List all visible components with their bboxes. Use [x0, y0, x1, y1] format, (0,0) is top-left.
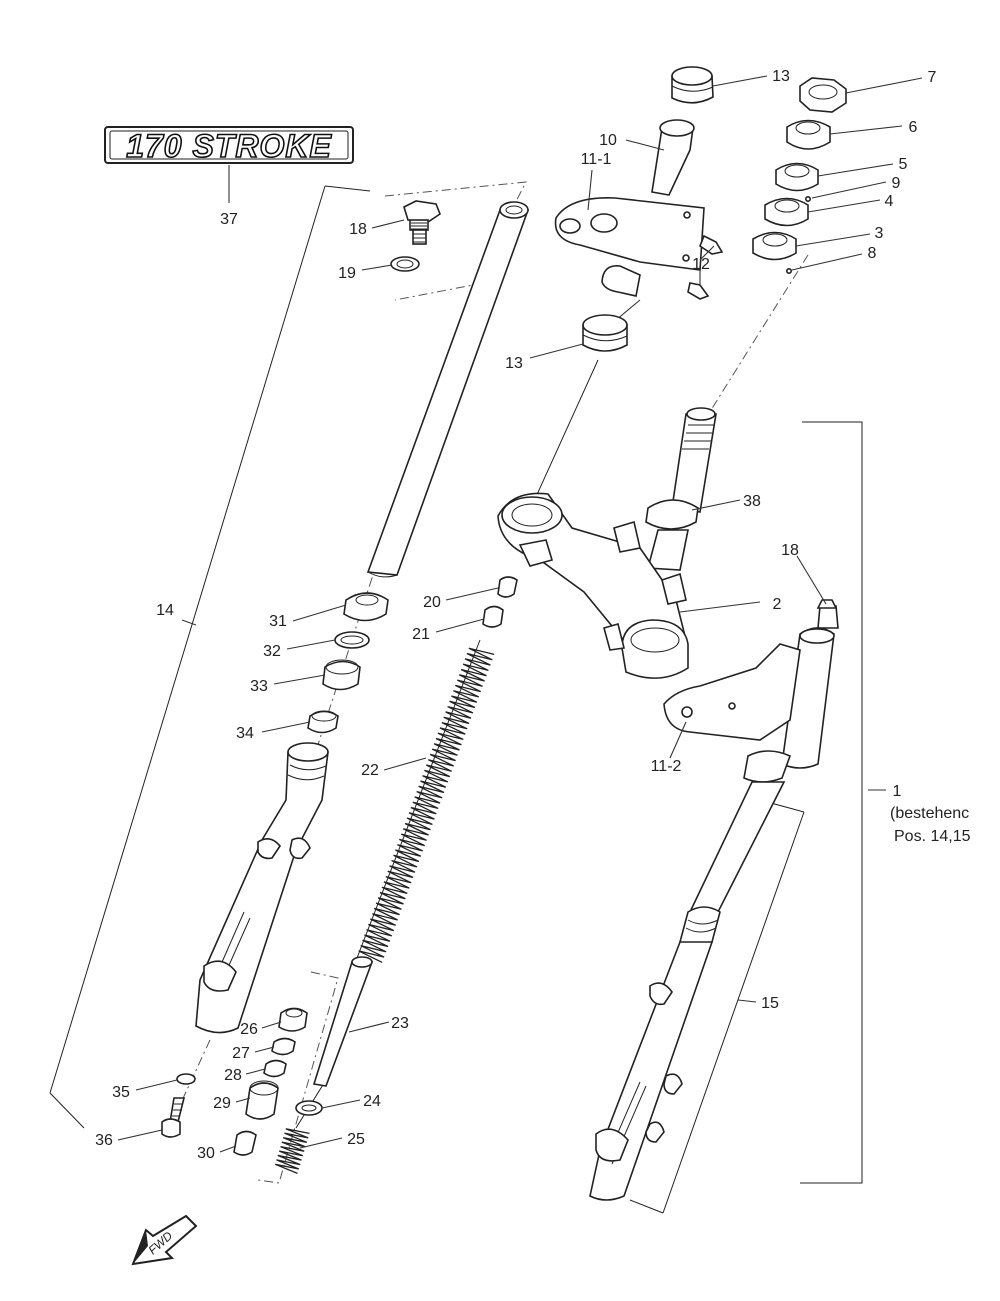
fork-tube-14	[366, 201, 530, 578]
bearing-5	[775, 162, 819, 192]
callout-24: 24	[363, 1093, 381, 1110]
bearing-3	[752, 231, 797, 261]
callout-22: 22	[361, 762, 379, 779]
callout-36: 36	[95, 1132, 113, 1149]
bolt-18-top	[403, 200, 441, 245]
fwd-arrow: FWD	[131, 1214, 198, 1266]
seal-31	[343, 592, 389, 622]
callout-5: 5	[899, 156, 908, 173]
callout-25: 25	[347, 1131, 365, 1148]
fork-leg-right	[589, 599, 839, 1201]
callout-23: 23	[391, 1015, 409, 1032]
clip-32	[334, 631, 370, 649]
callout-15: 15	[761, 995, 779, 1012]
callout-8: 8	[868, 245, 877, 262]
leader-lines	[117, 75, 923, 1153]
bearing-6	[786, 119, 831, 150]
damper-rod-23	[312, 956, 374, 1087]
callout-38: 38	[743, 493, 761, 510]
callout-34: 34	[236, 725, 254, 742]
spacer-21	[482, 605, 504, 628]
callout-33: 33	[250, 678, 268, 695]
callout-18-right: 18	[781, 542, 799, 559]
callout-14: 14	[156, 602, 174, 619]
fork-leg-left	[195, 742, 329, 1034]
callout-labels: 37 18 19 13 13 10 11-1 12 7 6 5 9 4 3 8 …	[95, 68, 971, 1162]
handlebar-mount-11-1	[554, 119, 705, 297]
callout-6: 6	[909, 119, 918, 136]
sleeve-30	[233, 1130, 257, 1156]
bearing-4	[764, 197, 809, 227]
callout-28: 28	[224, 1067, 242, 1084]
callout-37: 37	[220, 211, 238, 228]
ball-8	[785, 267, 792, 274]
washer-24	[295, 1100, 323, 1116]
callout-3: 3	[875, 225, 884, 242]
bushing-26	[278, 1007, 308, 1032]
callout-2: 2	[773, 596, 782, 613]
callout-35: 35	[112, 1084, 130, 1101]
stroke-logo: 170 STROKE	[104, 126, 354, 165]
triple-clamp-2	[497, 492, 689, 679]
callout-21: 21	[412, 626, 430, 643]
bushing-33	[322, 659, 361, 691]
bolts-12	[687, 234, 724, 300]
spring-22	[358, 647, 495, 963]
bolt-36	[161, 1097, 186, 1138]
callout-7: 7	[928, 69, 937, 86]
cap-13-top	[671, 66, 714, 104]
callout-13-top: 13	[772, 68, 790, 85]
steering-stem-38	[645, 407, 717, 571]
callout-13-lower: 13	[505, 355, 523, 372]
callout-11-1: 11-1	[581, 151, 612, 168]
spacer-20	[497, 576, 518, 598]
bushing-29	[245, 1080, 279, 1120]
callout-30: 30	[197, 1145, 215, 1162]
callout-20: 20	[423, 594, 441, 611]
callout-9: 9	[892, 175, 901, 192]
callout-11-2: 11-2	[651, 758, 682, 775]
callout-18-top: 18	[349, 221, 367, 238]
callout-32: 32	[263, 643, 281, 660]
ring-28	[263, 1059, 287, 1078]
washer-19	[390, 256, 420, 272]
callout-4: 4	[885, 193, 894, 210]
bracket-note-line1: (bestehenc	[890, 805, 969, 822]
washer-35	[176, 1073, 196, 1085]
bracket-note-line2: Pos. 14,15	[894, 828, 971, 845]
ring-27	[271, 1037, 296, 1056]
ball-9	[804, 196, 811, 203]
callout-27: 27	[232, 1045, 250, 1062]
callout-10: 10	[599, 132, 617, 149]
callout-1: 1	[893, 783, 902, 800]
nut-7	[799, 77, 847, 113]
spring-25	[274, 1128, 310, 1175]
callout-31: 31	[269, 613, 287, 630]
callout-19: 19	[338, 265, 356, 282]
logo-text: 170 STROKE	[126, 128, 332, 164]
bushing-34	[307, 710, 339, 734]
callout-12: 12	[692, 256, 710, 273]
callout-26: 26	[240, 1021, 258, 1038]
callout-29: 29	[213, 1095, 231, 1112]
cap-13-lower	[582, 314, 628, 352]
